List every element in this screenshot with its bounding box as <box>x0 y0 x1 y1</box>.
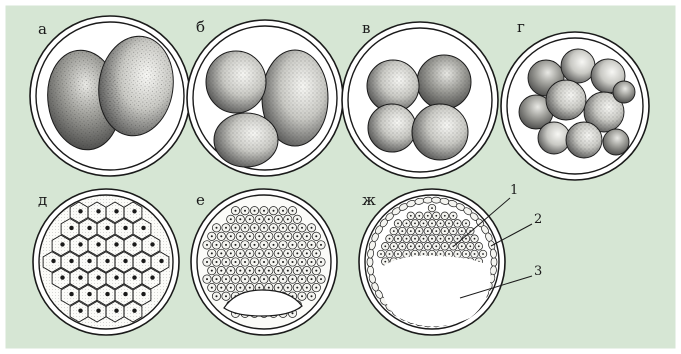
stage-e-embryo <box>191 189 337 335</box>
stage-a-embryo <box>30 16 190 176</box>
callout-number-2: 2 <box>534 213 542 226</box>
callout-number-3: 3 <box>534 265 542 278</box>
stage-d-embryo <box>33 189 179 335</box>
cell <box>491 257 497 266</box>
callout-number-1: 1 <box>510 184 518 197</box>
stage-g-embryo <box>501 32 649 180</box>
stage-letter-e: е <box>196 193 205 208</box>
stage-letter-zh: ж <box>362 193 376 208</box>
stage-letter-b: б <box>196 20 205 35</box>
stage-letter-v: в <box>362 21 370 36</box>
stage-letter-a: а <box>38 22 47 37</box>
cell <box>431 197 441 204</box>
cell <box>423 197 433 204</box>
stage-letter-d: д <box>38 193 47 208</box>
stage-b-embryo <box>187 20 343 176</box>
cell <box>367 257 373 266</box>
stage-v-embryo <box>342 22 498 178</box>
stage-letter-g: г <box>517 20 525 35</box>
